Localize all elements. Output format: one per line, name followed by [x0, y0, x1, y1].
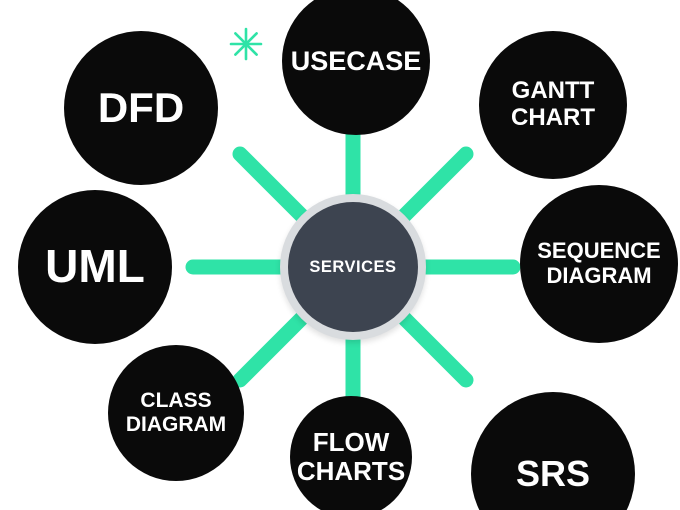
node-gantt-chart-label-line1: GANTT	[511, 77, 595, 105]
node-flow-charts: FLOW CHARTS	[290, 396, 412, 510]
node-class-diagram-label-line2: DIAGRAM	[125, 413, 227, 436]
node-sequence-diagram: SEQUENCE DIAGRAM	[520, 185, 678, 343]
asterisk-icon	[229, 27, 263, 61]
node-sequence-diagram-label-line1: SEQUENCE	[537, 238, 661, 264]
hub-inner-circle: SERVICES	[288, 202, 418, 332]
node-uml: UML	[18, 190, 172, 344]
node-uml-label: UML	[45, 240, 145, 293]
node-dfd: DFD	[64, 31, 218, 185]
node-flow-charts-label-line1: FLOW	[312, 426, 390, 457]
node-gantt-chart-label-line2: CHART	[511, 104, 595, 131]
node-class-diagram-label-line1: CLASS	[140, 389, 212, 413]
node-usecase: USECASE	[282, 0, 430, 135]
node-dfd-label: DFD	[97, 84, 185, 132]
node-sequence-diagram-label-line2: DIAGRAM	[546, 263, 652, 288]
node-class-diagram: CLASS DIAGRAM	[108, 345, 244, 481]
node-gantt-chart: GANTT CHART	[479, 31, 627, 179]
hub-circle: SERVICES	[280, 194, 426, 340]
node-srs-label: SRS	[515, 452, 591, 494]
hub-label: SERVICES	[309, 257, 397, 276]
node-usecase-label: USECASE	[290, 45, 422, 76]
node-flow-charts-label-line2: CHARTS	[296, 456, 406, 486]
